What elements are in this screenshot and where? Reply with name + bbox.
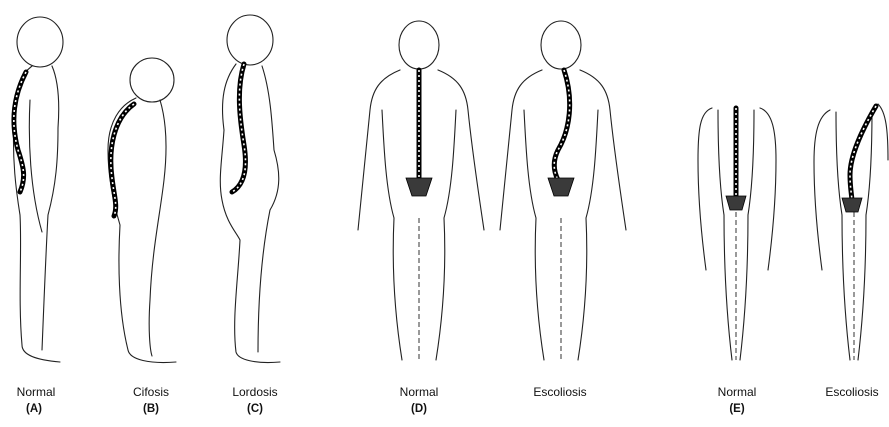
caption-b: Cifosis <box>133 385 169 399</box>
figure-a-normal-side <box>13 17 63 362</box>
caption-d-escoliosis: Escoliosis <box>533 385 586 399</box>
tag-a: (A) <box>26 403 42 415</box>
caption-e-escoliosis: Escoliosis <box>825 385 878 399</box>
figure-d-normal-back <box>358 21 484 360</box>
caption-a: Normal <box>17 385 56 399</box>
figure-c-lordosis-side <box>220 15 280 363</box>
figure-d-escoliosis-back <box>500 21 626 360</box>
caption-d-normal: Normal <box>400 385 439 399</box>
figure-e-normal-back <box>698 108 776 360</box>
caption-e-normal: Normal <box>718 385 757 399</box>
tag-c: (C) <box>247 403 263 415</box>
figure-e-escoliosis-back <box>814 104 888 360</box>
tag-e: (E) <box>729 403 744 415</box>
tag-d: (D) <box>411 403 427 415</box>
tag-b: (B) <box>143 403 159 415</box>
caption-c: Lordosis <box>232 385 277 399</box>
figure-b-cifosis-side <box>108 58 176 363</box>
